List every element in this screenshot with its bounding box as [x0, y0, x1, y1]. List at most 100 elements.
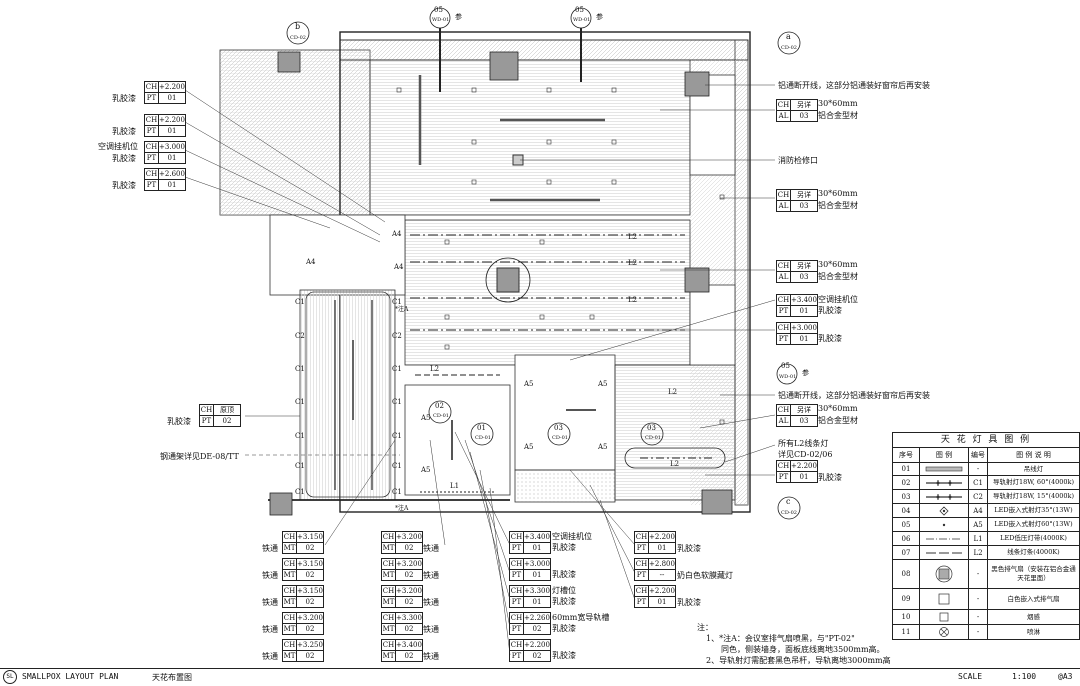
tag-pt-value: 01 — [167, 181, 177, 189]
tag-value: 另详 — [797, 191, 811, 199]
plan-label-c1: C1 — [295, 365, 305, 373]
legend-desc: LED嵌入式射灯60°(13W) — [994, 520, 1073, 528]
plan-label-l2: L2 — [628, 296, 638, 304]
tag-ch-value: +2.260 — [524, 614, 550, 622]
ceiling-tag[interactable]: CH+2.800 PT-- — [634, 558, 676, 581]
dash-line-icon — [920, 546, 969, 559]
tag-ch-value: 原顶 — [220, 406, 234, 414]
plan-label-a5: A5 — [421, 466, 431, 474]
tag-mt-value: 02 — [404, 544, 414, 552]
legend-desc: 导轨射灯18W, 60°(4000k) — [992, 478, 1075, 486]
legend-desc: 吊线灯 — [1023, 464, 1044, 473]
legend-desc: 线条灯条(4000K) — [1007, 548, 1060, 556]
tag-value: +3.400 — [791, 296, 817, 304]
notes-line: 同色，侧装墙身，面板底线离地3500mm高。 — [721, 645, 885, 654]
legend-no: 09 — [893, 589, 920, 609]
detail-marker-num[interactable]: 03 — [647, 424, 656, 432]
section-marker-sheet: WD-01 — [432, 17, 450, 23]
tag-key: PT — [777, 306, 791, 316]
dash-dot-line-icon — [920, 532, 969, 545]
section-marker-num[interactable]: 05 — [781, 362, 790, 370]
pendant-line-icon — [920, 463, 969, 475]
tag-key: CH — [777, 261, 791, 271]
aluminium-break-note: 铝通断开线，这部分铝通装好窗帘后再安装 — [778, 81, 930, 90]
detail-marker-letter[interactable]: c — [786, 497, 791, 506]
section-marker-num[interactable]: 05 — [434, 6, 443, 14]
ceiling-fixtures — [396, 87, 725, 425]
plan-label-l2: L2 — [668, 388, 678, 396]
section-marker-suffix: 参 — [802, 369, 809, 377]
legend-no: 08 — [893, 560, 920, 588]
legend-code: - — [969, 463, 988, 475]
detail-marker-letter[interactable]: a — [786, 32, 791, 41]
plan-label-c1: C1 — [392, 462, 402, 470]
plan-label-c2: C2 — [392, 332, 402, 340]
tag-label: 乳胶漆 — [552, 597, 576, 606]
tag-key: AL — [777, 111, 791, 121]
section-marker-sheet: WD-01 — [779, 374, 797, 380]
legend-row: 09-白色嵌入式排气扇 — [893, 589, 1079, 610]
tag-label: 30*60mm — [818, 189, 858, 198]
detail-marker-num[interactable]: 02 — [435, 402, 444, 410]
tag-ch-value: +3.150 — [297, 533, 323, 541]
tag-pt-value: 01 — [532, 544, 542, 552]
tag-value: +2.200 — [791, 462, 817, 470]
tag-ch-value: +3.200 — [396, 533, 422, 541]
tag-pt-value: 01 — [532, 571, 542, 579]
detail-marker-sheet: CD-01 — [475, 435, 491, 441]
detail-marker-letter[interactable]: b — [295, 22, 301, 31]
detail-marker-num[interactable]: 03 — [554, 424, 563, 432]
plan-label-c2: C2 — [295, 332, 305, 340]
legend-desc: 导轨射灯18W, 15°(4000k) — [992, 492, 1075, 500]
tag-mt-value: 02 — [404, 571, 414, 579]
tag-mt-value: 02 — [305, 544, 315, 552]
title-block: SL SMALLPOX LAYOUT PLAN 天花布置图 SCALE 1:10… — [0, 668, 1080, 686]
detail-marker-num[interactable]: 01 — [477, 424, 486, 432]
section-marker-num[interactable]: 05 — [575, 6, 584, 14]
steel-frame-note: 钢通架详见DE-08/TT — [160, 452, 239, 461]
tag-label: 铝合金型材 — [818, 272, 858, 281]
scale-value: 1:100 — [1012, 672, 1037, 681]
legend-header: 图 例 说 明 — [1016, 451, 1051, 459]
detail-marker-sheet: CD-01 — [645, 435, 661, 441]
fire-access-note: 消防检修口 — [778, 156, 818, 165]
tag-label: 铁通 — [262, 544, 278, 553]
tag-label: 乳胶漆 — [552, 651, 576, 660]
tag-pt-value: 02 — [222, 417, 232, 425]
section-marker-suffix: 参 — [455, 13, 462, 21]
tag-label: 铁通 — [262, 625, 278, 634]
tag-label: 铝合金型材 — [818, 416, 858, 425]
tag-value: 03 — [799, 273, 809, 281]
legend-no: 05 — [893, 518, 920, 531]
